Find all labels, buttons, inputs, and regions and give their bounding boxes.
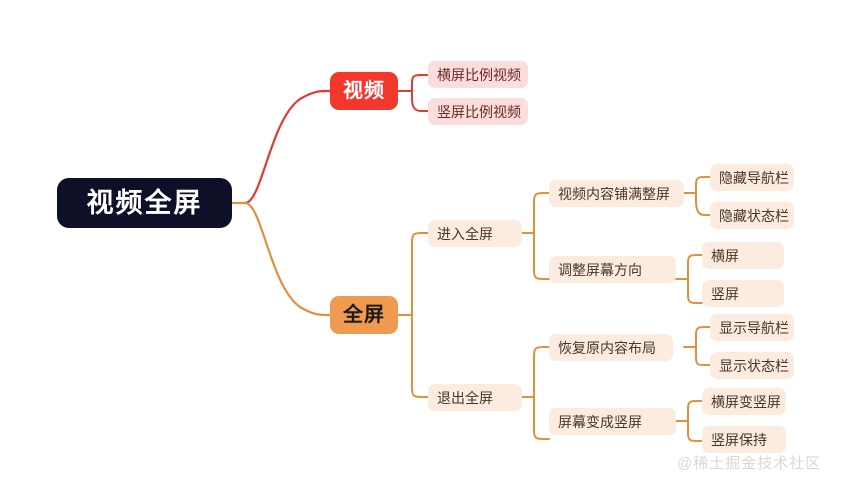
node-restore-layout[interactable]: 恢复原内容布局 [549, 334, 673, 361]
node-hide-navbar[interactable]: 隐藏导航栏 [710, 164, 794, 191]
node-portrait-label: 竖屏 [711, 285, 739, 302]
node-video-label: 视频 [343, 80, 385, 102]
node-exit-fullscreen-label: 退出全屏 [437, 389, 493, 406]
node-enter-fullscreen[interactable]: 进入全屏 [428, 220, 522, 247]
node-landscape-to-portrait[interactable]: 横屏变竖屏 [702, 388, 786, 415]
node-video-fills-screen-label: 视频内容铺满整屏 [558, 185, 670, 202]
node-landscape-to-portrait-label: 横屏变竖屏 [711, 393, 781, 410]
node-video-child-landscape-label: 横屏比例视频 [437, 66, 521, 83]
node-landscape-label: 横屏 [711, 247, 739, 264]
node-root[interactable]: 视频全屏 [57, 178, 232, 228]
node-video-child-portrait[interactable]: 竖屏比例视频 [428, 98, 528, 125]
watermark: @稀土掘金技术社区 [677, 455, 822, 472]
node-show-navbar-label: 显示导航栏 [719, 319, 789, 336]
node-video-child-landscape[interactable]: 横屏比例视频 [428, 61, 528, 88]
node-keep-portrait-label: 竖屏保持 [711, 431, 767, 448]
node-show-statusbar-label: 显示状态栏 [719, 357, 789, 374]
node-fullscreen-label: 全屏 [343, 304, 385, 326]
node-fullscreen[interactable]: 全屏 [330, 296, 398, 334]
node-video-fills-screen[interactable]: 视频内容铺满整屏 [549, 180, 684, 207]
node-portrait[interactable]: 竖屏 [702, 280, 784, 307]
node-screen-to-portrait-label: 屏幕变成竖屏 [558, 413, 642, 430]
node-adjust-orientation[interactable]: 调整屏幕方向 [549, 256, 676, 283]
node-landscape[interactable]: 横屏 [702, 242, 784, 269]
node-exit-fullscreen[interactable]: 退出全屏 [428, 384, 522, 411]
node-show-navbar[interactable]: 显示导航栏 [710, 314, 794, 341]
node-restore-layout-label: 恢复原内容布局 [558, 339, 656, 356]
node-keep-portrait[interactable]: 竖屏保持 [702, 426, 786, 453]
node-hide-navbar-label: 隐藏导航栏 [719, 169, 789, 186]
node-show-statusbar[interactable]: 显示状态栏 [710, 352, 794, 379]
node-video-child-portrait-label: 竖屏比例视频 [437, 103, 521, 120]
node-root-label: 视频全屏 [86, 187, 203, 218]
node-hide-statusbar[interactable]: 隐藏状态栏 [710, 202, 794, 229]
node-hide-statusbar-label: 隐藏状态栏 [719, 207, 789, 224]
node-enter-fullscreen-label: 进入全屏 [437, 225, 493, 242]
node-adjust-orientation-label: 调整屏幕方向 [558, 261, 642, 278]
node-screen-to-portrait[interactable]: 屏幕变成竖屏 [549, 408, 676, 435]
node-video[interactable]: 视频 [330, 72, 398, 110]
